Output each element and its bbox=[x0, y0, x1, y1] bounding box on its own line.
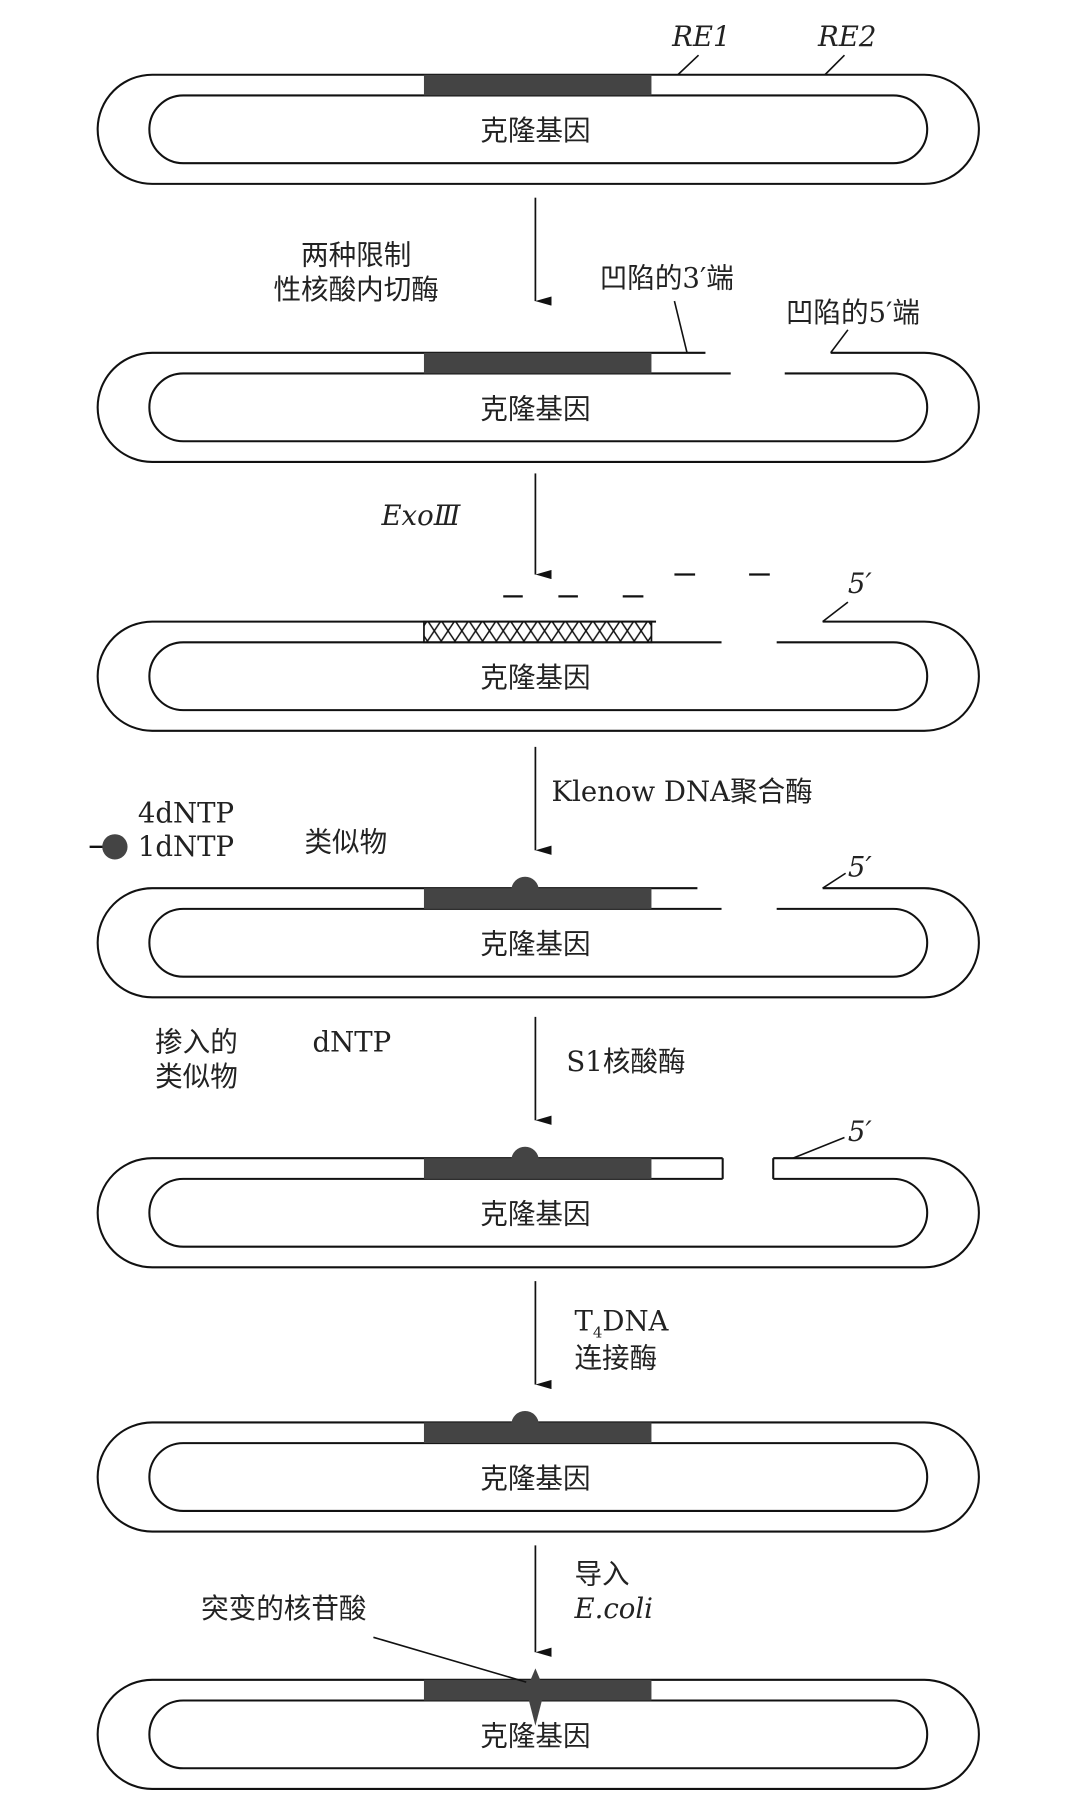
plasmid-stage-6: 克隆基因 bbox=[96, 1410, 980, 1533]
cloned-gene-region bbox=[423, 888, 652, 909]
restriction-enzyme-label-2: 性核酸内切酶 bbox=[273, 273, 438, 306]
plasmid-stage-4: 克隆基因 bbox=[96, 876, 980, 999]
leader-lines bbox=[373, 54, 849, 1683]
recessed-3-label: 凹陷的3′端 bbox=[600, 261, 734, 294]
mutant-leader bbox=[373, 1636, 527, 1683]
cloned-gene-label: 克隆基因 bbox=[480, 1198, 590, 1231]
recessed-5-label: 凹陷的5′端 bbox=[786, 296, 920, 329]
incorporated-dntp-label: dNTP bbox=[313, 1025, 392, 1058]
cloned-gene-region bbox=[423, 1158, 652, 1179]
recessed-5-leader bbox=[830, 329, 849, 354]
analog-legend-icon bbox=[89, 834, 128, 860]
exo-label: ExoⅢ bbox=[380, 499, 461, 532]
plasmid-stage-7: 克隆基因 bbox=[96, 1668, 980, 1790]
dntp4-label: 4dNTP bbox=[138, 797, 234, 830]
cloned-gene-region bbox=[423, 352, 652, 374]
incorporated-label-1: 掺入的 bbox=[155, 1025, 238, 1058]
cloned-gene-label: 克隆基因 bbox=[480, 1719, 590, 1752]
plasmid-stage-3: 克隆基因 bbox=[96, 618, 980, 732]
transform-label-1: 导入 bbox=[574, 1557, 629, 1590]
mutant-nucleotide-marker bbox=[526, 1668, 545, 1726]
plasmid-stage-2: 克隆基因 bbox=[96, 349, 980, 463]
cloned-gene-label: 克隆基因 bbox=[480, 392, 590, 425]
re2-label: RE2 bbox=[817, 20, 876, 53]
analog-label: 类似物 bbox=[304, 825, 387, 858]
cloned-gene-region bbox=[423, 74, 652, 96]
recessed-3-leader bbox=[673, 300, 688, 353]
cloned-gene-label: 克隆基因 bbox=[480, 1462, 590, 1495]
transform-label-2: E.coli bbox=[573, 1592, 653, 1625]
five-prime-label-3: 5′ bbox=[848, 567, 873, 600]
five-prime-leader-3 bbox=[822, 601, 849, 623]
cloned-gene-label: 克隆基因 bbox=[480, 661, 590, 694]
mutant-nucleotide-label: 突变的核苷酸 bbox=[201, 1592, 366, 1625]
removed-nucleotides bbox=[503, 573, 770, 598]
dntp1-label: 1dNTP bbox=[138, 830, 234, 863]
re2-leader bbox=[824, 54, 846, 76]
s1-nuclease-label: S1核酸酶 bbox=[566, 1045, 685, 1078]
plasmid-stage-5: 克隆基因 bbox=[96, 1146, 980, 1269]
t4-ligase-label-1: T4DNA bbox=[574, 1305, 669, 1342]
t4-ligase-label-2: 连接酶 bbox=[574, 1341, 657, 1374]
single-strand-gene-region bbox=[423, 620, 653, 644]
five-prime-label-5: 5′ bbox=[848, 1115, 873, 1148]
re1-label: RE1 bbox=[671, 20, 730, 53]
five-prime-leader-5 bbox=[792, 1136, 845, 1159]
klenow-label: Klenow DNA聚合酶 bbox=[551, 775, 812, 808]
restriction-enzyme-label-1: 两种限制 bbox=[301, 238, 411, 271]
cloned-gene-label: 克隆基因 bbox=[480, 928, 590, 961]
re1-leader bbox=[677, 54, 700, 76]
incorporated-label-2: 类似物 bbox=[155, 1060, 238, 1093]
cloned-gene-label: 克隆基因 bbox=[480, 114, 590, 147]
plasmid-stage-1: 克隆基因 bbox=[96, 73, 980, 185]
five-prime-label-4: 5′ bbox=[848, 851, 873, 884]
five-prime-leader-4 bbox=[822, 872, 847, 889]
cloned-gene-region bbox=[423, 1422, 652, 1444]
